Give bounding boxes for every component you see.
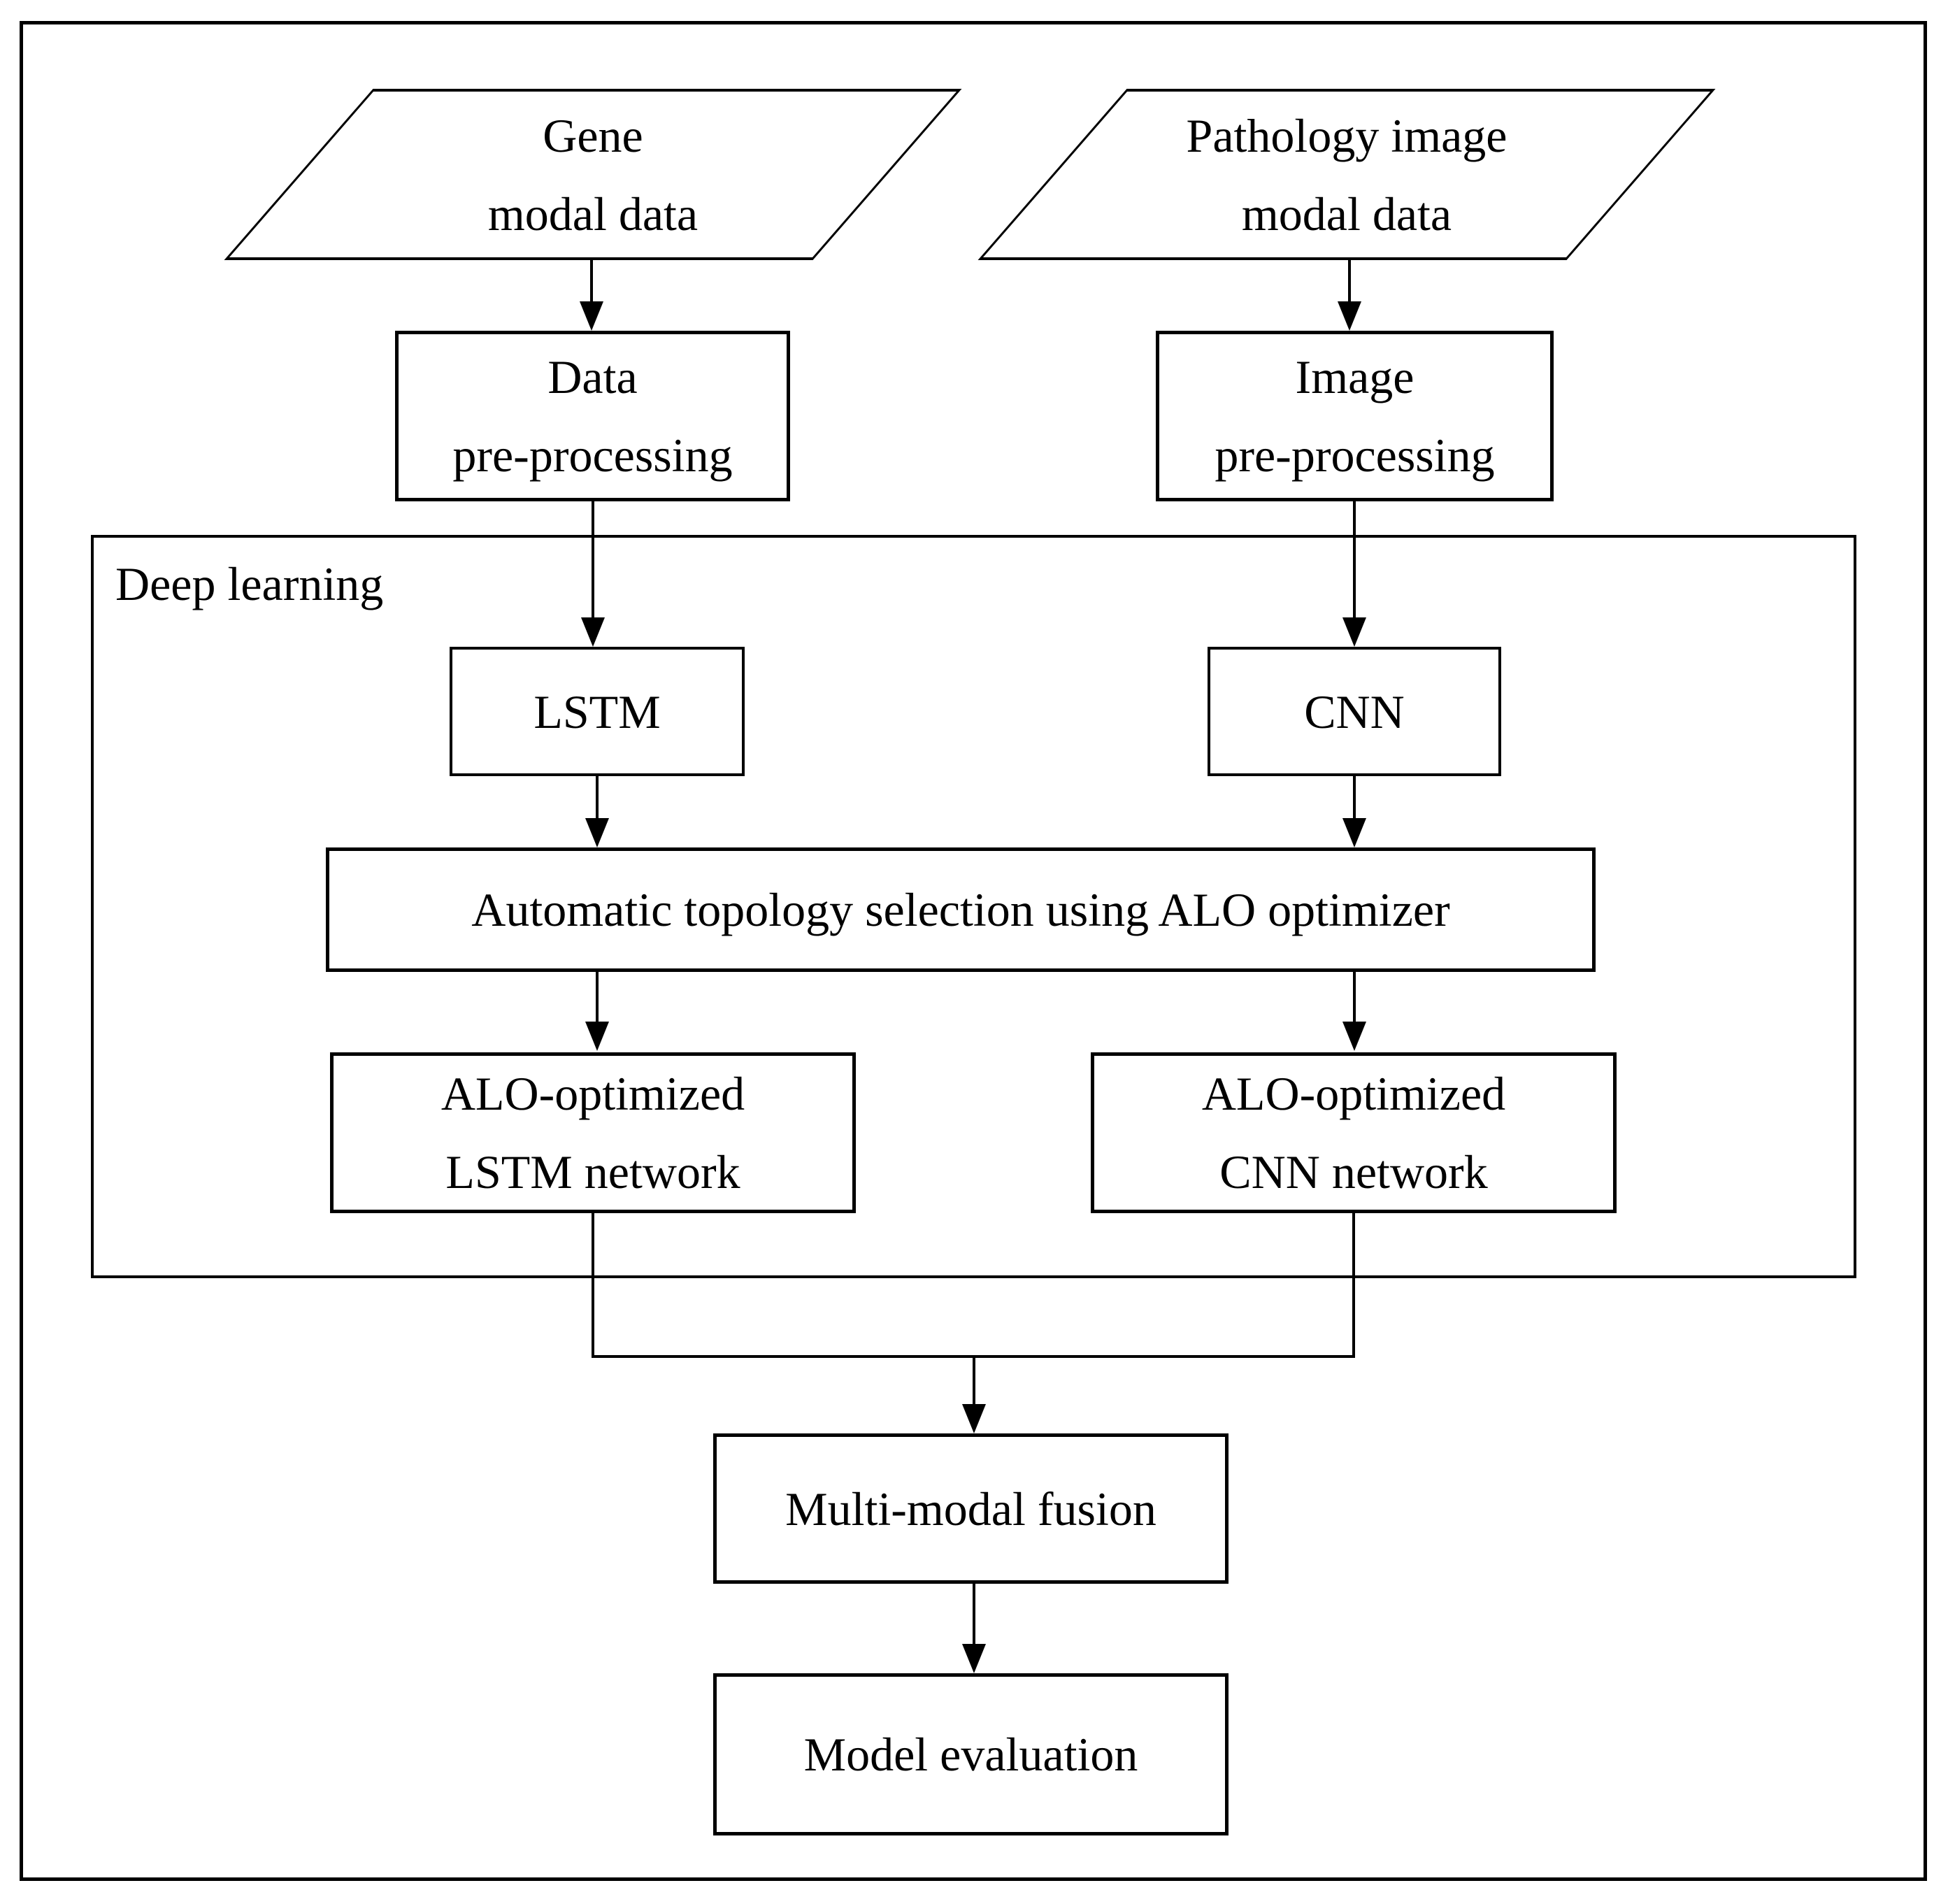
arrowhead-icon bbox=[580, 301, 603, 331]
connector-alo-cnn-drop-line bbox=[1352, 1213, 1355, 1358]
image-preprocessing-line2: pre-processing bbox=[1215, 429, 1495, 482]
arrowhead-icon bbox=[1342, 1022, 1366, 1051]
arrowhead-icon bbox=[581, 617, 605, 647]
alo-lstm-line1: ALO-optimized bbox=[441, 1067, 745, 1120]
arrowhead-icon bbox=[962, 1404, 986, 1433]
arrow-gene-to-data-preprocessing-line bbox=[590, 260, 593, 304]
deep-learning-container-label: Deep learning bbox=[115, 557, 384, 610]
alo-cnn-line2: CNN network bbox=[1219, 1145, 1488, 1198]
arrowhead-icon bbox=[1342, 818, 1366, 847]
deep-learning-container bbox=[91, 535, 1856, 1278]
input-pathology-label: Pathology image modal data bbox=[1052, 89, 1641, 260]
topology-selection-box: Automatic topology selection using ALO o… bbox=[326, 847, 1596, 972]
arrowhead-icon bbox=[585, 818, 609, 847]
connector-alo-lstm-drop-line bbox=[592, 1213, 594, 1358]
alo-optimized-lstm-box: ALO-optimized LSTM network bbox=[330, 1052, 856, 1213]
input-pathology-line1: Pathology image bbox=[1186, 108, 1507, 162]
alo-lstm-line2: LSTM network bbox=[445, 1145, 740, 1198]
cnn-box: CNN bbox=[1208, 647, 1501, 776]
arrow-data-preprocessing-to-lstm-line bbox=[592, 501, 594, 620]
model-evaluation-box: Model evaluation bbox=[713, 1673, 1229, 1835]
input-gene-line1: Gene bbox=[543, 108, 643, 162]
topology-selection-label: Automatic topology selection using ALO o… bbox=[471, 883, 1450, 936]
input-pathology-line2: modal data bbox=[1241, 187, 1452, 241]
input-gene-label: Gene modal data bbox=[299, 89, 887, 260]
arrowhead-icon bbox=[1338, 301, 1361, 331]
arrow-cnn-to-topology-line bbox=[1353, 776, 1356, 819]
alo-cnn-line1: ALO-optimized bbox=[1201, 1067, 1506, 1120]
figure-border bbox=[20, 21, 1927, 1881]
arrow-lstm-to-topology-line bbox=[596, 776, 599, 819]
arrowhead-icon bbox=[962, 1644, 986, 1673]
arrow-fusion-to-evaluation-line bbox=[973, 1584, 975, 1645]
cnn-label: CNN bbox=[1304, 685, 1405, 738]
data-preprocessing-line2: pre-processing bbox=[452, 429, 733, 482]
data-preprocessing-box: Data pre-processing bbox=[395, 331, 790, 501]
arrowhead-icon bbox=[585, 1022, 609, 1051]
multi-modal-fusion-box: Multi-modal fusion bbox=[713, 1433, 1229, 1584]
image-preprocessing-box: Image pre-processing bbox=[1156, 331, 1554, 501]
arrow-topology-to-alo-cnn-line bbox=[1353, 972, 1356, 1023]
data-preprocessing-line1: Data bbox=[547, 350, 638, 403]
lstm-box: LSTM bbox=[450, 647, 745, 776]
arrow-merge-to-fusion-line bbox=[973, 1355, 975, 1405]
arrow-pathology-to-image-preprocessing-line bbox=[1348, 260, 1351, 304]
image-preprocessing-line1: Image bbox=[1295, 350, 1414, 403]
arrow-topology-to-alo-lstm-line bbox=[596, 972, 599, 1023]
input-gene-line2: modal data bbox=[487, 187, 699, 241]
arrowhead-icon bbox=[1342, 617, 1366, 647]
alo-optimized-cnn-box: ALO-optimized CNN network bbox=[1091, 1052, 1617, 1213]
multi-modal-fusion-label: Multi-modal fusion bbox=[785, 1482, 1156, 1536]
arrow-image-preprocessing-to-cnn-line bbox=[1353, 501, 1356, 620]
model-evaluation-label: Model evaluation bbox=[803, 1728, 1138, 1781]
lstm-label: LSTM bbox=[533, 685, 661, 738]
